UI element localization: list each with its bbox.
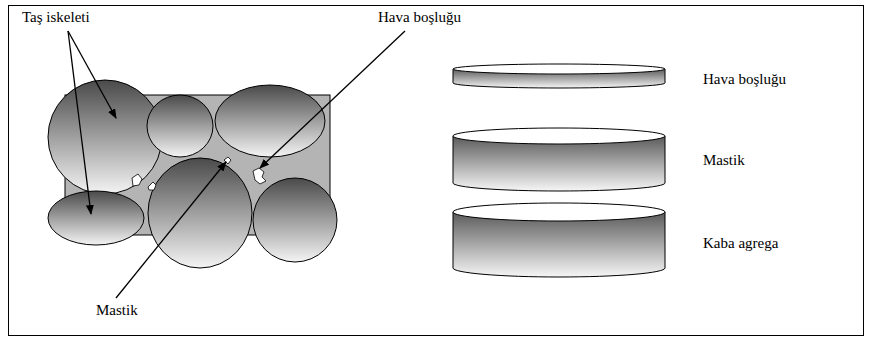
layer-label: Hava boşluğu: [703, 70, 786, 88]
air-voids: [132, 157, 266, 190]
frame: [9, 6, 864, 336]
layer-cylinders: [453, 64, 665, 277]
leader-arrows: [68, 31, 405, 298]
part-label: Mastik: [96, 301, 138, 319]
layer-label: Kaba agrega: [703, 234, 778, 252]
part-label: Taş iskeleti: [22, 8, 90, 26]
part-label: Hava boşluğu: [378, 8, 461, 26]
aggregate-stones: [48, 80, 337, 268]
layer-label: Mastik: [703, 151, 745, 169]
